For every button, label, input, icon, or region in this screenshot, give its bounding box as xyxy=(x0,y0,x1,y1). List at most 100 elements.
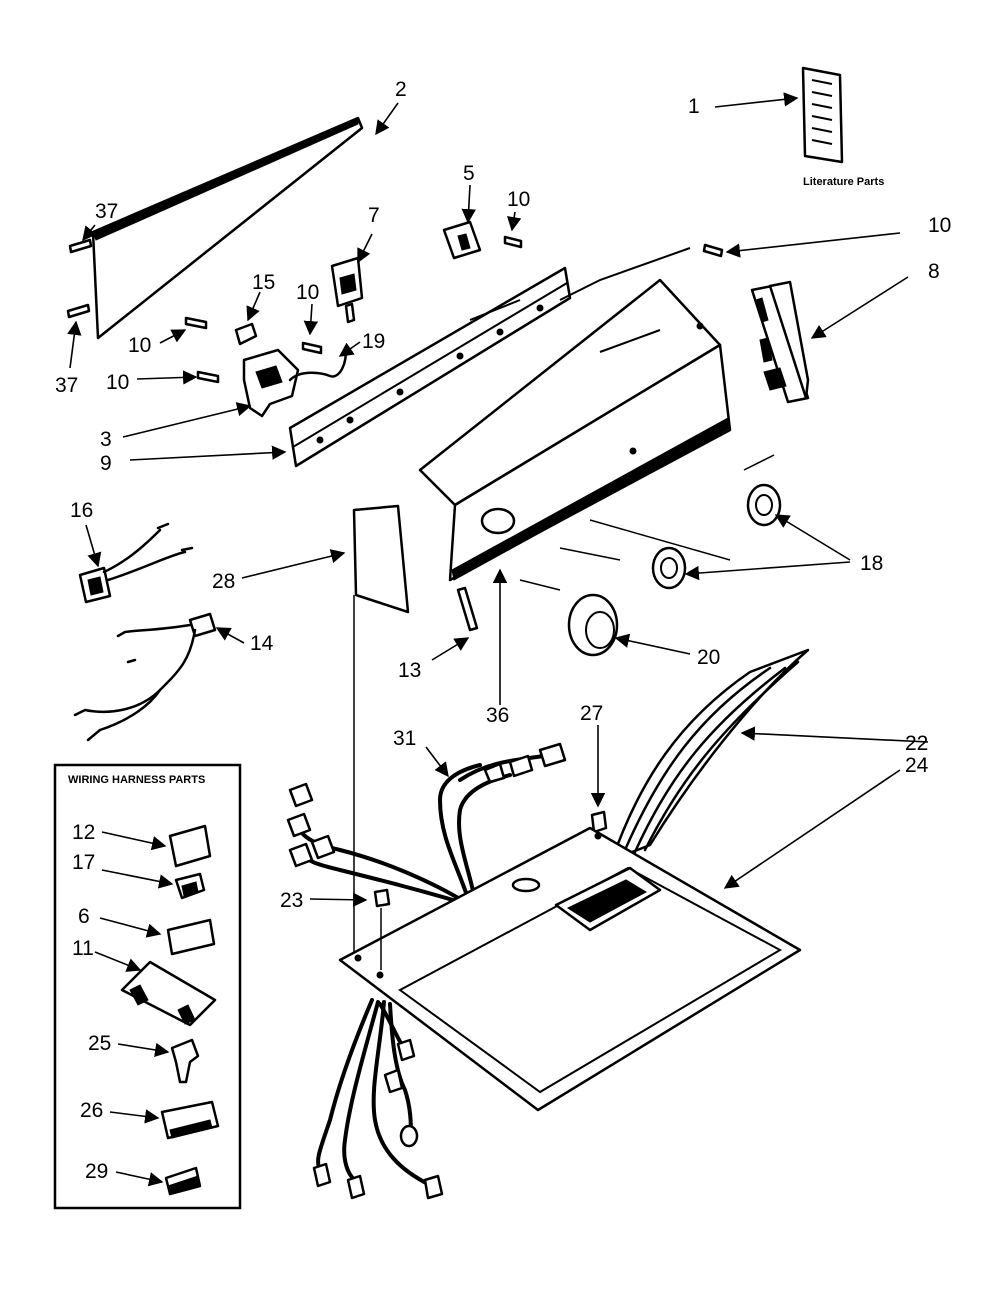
label-27: 27 xyxy=(580,702,603,725)
leader-9 xyxy=(129,445,287,461)
part-25 xyxy=(170,1038,200,1084)
literature-card xyxy=(801,66,844,164)
screw-10-c xyxy=(301,341,323,355)
lower-wire-bundle xyxy=(312,998,444,1200)
leader-31 xyxy=(425,746,449,778)
label-31: 31 xyxy=(393,727,416,750)
label-6: 6 xyxy=(78,905,90,928)
part-26 xyxy=(160,1100,220,1140)
leader-5 xyxy=(461,184,476,224)
leader-1 xyxy=(714,92,799,108)
leader-17 xyxy=(101,869,174,889)
leader-18b xyxy=(684,561,851,581)
leader-7 xyxy=(357,233,373,264)
leader-18a xyxy=(774,514,851,561)
part-23-grommet xyxy=(373,888,391,908)
label-37b: 37 xyxy=(55,374,78,397)
label-13: 13 xyxy=(398,659,421,682)
leader-25 xyxy=(117,1042,170,1058)
label-22: 22 xyxy=(905,732,928,755)
leader-10b xyxy=(136,370,198,385)
part-7-switch xyxy=(330,256,364,324)
label-5: 5 xyxy=(463,162,475,185)
leader-10a xyxy=(159,329,187,344)
label-2: 2 xyxy=(395,78,407,101)
label-26: 26 xyxy=(80,1099,103,1122)
label-28: 28 xyxy=(212,570,235,593)
label-10d: 10 xyxy=(507,188,530,211)
screw-37-bottom xyxy=(66,303,91,319)
leader-11 xyxy=(94,951,142,972)
leader-3 xyxy=(122,402,252,438)
leader-14 xyxy=(215,627,245,644)
part-31-harness xyxy=(286,742,567,907)
leader-8 xyxy=(810,276,909,339)
knob-20 xyxy=(567,593,619,657)
part-11 xyxy=(120,960,217,1027)
label-23: 23 xyxy=(280,889,303,912)
part-24-top xyxy=(338,826,802,1112)
leader-16 xyxy=(85,524,102,568)
label-10a: 10 xyxy=(128,334,151,357)
part-6 xyxy=(166,918,216,956)
label-18: 18 xyxy=(860,552,883,575)
label-37a: 37 xyxy=(95,200,118,223)
label-15: 15 xyxy=(252,271,275,294)
label-10b: 10 xyxy=(106,371,129,394)
label-7: 7 xyxy=(368,204,380,227)
label-17: 17 xyxy=(72,851,95,874)
leader-22 xyxy=(740,726,929,743)
label-25: 25 xyxy=(88,1032,111,1055)
screw-10-a xyxy=(184,316,208,330)
part-27-grommet xyxy=(590,810,608,834)
leader-13 xyxy=(431,637,470,661)
leader-26 xyxy=(109,1109,160,1124)
leader-15 xyxy=(246,291,261,322)
leader-12 xyxy=(101,831,167,851)
screw-10-d xyxy=(503,235,523,249)
leader-37a xyxy=(82,224,97,242)
part-14-harness xyxy=(73,612,217,742)
part-5-timer xyxy=(442,220,482,260)
label-16: 16 xyxy=(70,499,93,522)
leader-10d xyxy=(507,211,522,232)
part-13-screw xyxy=(456,586,479,632)
leader-19 xyxy=(338,341,361,357)
part-29 xyxy=(164,1166,202,1196)
leader-6 xyxy=(99,917,162,938)
label-9: 9 xyxy=(100,452,112,475)
leader-10c xyxy=(303,303,319,336)
leader-29 xyxy=(115,1171,164,1187)
knob-18-lower xyxy=(651,546,687,590)
label-11: 11 xyxy=(72,937,94,960)
label-20: 20 xyxy=(697,646,720,669)
leader-2 xyxy=(375,102,399,136)
rear-panel xyxy=(91,116,364,340)
label-1: 1 xyxy=(688,95,700,118)
screw-37-top xyxy=(68,238,93,254)
knob-guide-lines xyxy=(519,454,775,591)
screw-10-b xyxy=(196,370,220,384)
label-8: 8 xyxy=(928,260,940,283)
part-15-clip xyxy=(234,322,258,346)
part-17 xyxy=(174,872,206,900)
wiring-box-title: WIRING HARNESS PARTS xyxy=(68,774,205,786)
part-12 xyxy=(168,824,212,868)
part-9-bracket xyxy=(288,266,572,468)
literature-caption: Literature Parts xyxy=(803,176,884,188)
console-guide-lines xyxy=(469,247,691,353)
part-19-wire xyxy=(288,348,347,382)
label-36: 36 xyxy=(486,704,509,727)
label-19: 19 xyxy=(362,330,385,353)
screw-10-e xyxy=(702,243,724,258)
label-12: 12 xyxy=(72,821,95,844)
leader-28 xyxy=(241,549,346,579)
leader-20 xyxy=(614,633,691,655)
leader-37b xyxy=(67,320,82,369)
part-8-end-cap xyxy=(750,280,810,404)
part-16-harness xyxy=(78,522,194,604)
label-10e: 10 xyxy=(928,214,951,237)
label-29: 29 xyxy=(85,1160,108,1183)
leader-23 xyxy=(309,892,368,907)
